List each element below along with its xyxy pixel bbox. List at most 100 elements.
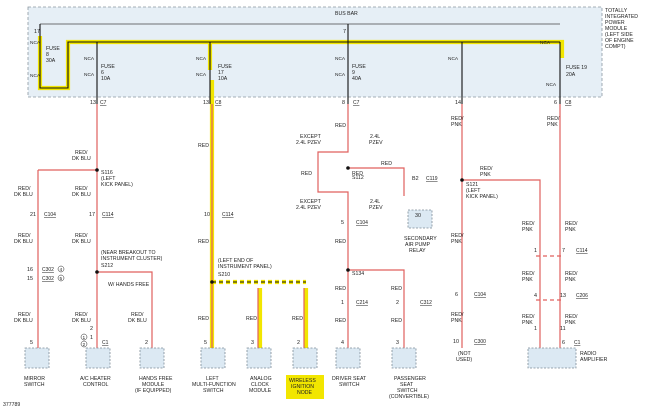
svg-text:PNK: PNK (451, 239, 462, 245)
svg-text:C8: C8 (215, 100, 222, 106)
svg-text:NODE: NODE (297, 390, 313, 396)
svg-text:RED: RED (335, 239, 346, 245)
svg-text:RED: RED (381, 161, 392, 167)
svg-text:40A: 40A (352, 76, 362, 82)
svg-text:11: 11 (560, 326, 566, 332)
svg-text:RED/: RED/ (522, 271, 535, 277)
svg-text:NCA: NCA (448, 56, 459, 62)
svg-text:S112: S112 (352, 175, 364, 181)
svg-text:RED: RED (292, 316, 303, 322)
svg-text:PASSENGER: PASSENGER (394, 376, 426, 382)
svg-text:4: 4 (60, 267, 63, 273)
svg-text:2.4L PZEV: 2.4L PZEV (296, 205, 321, 211)
svg-text:RED: RED (198, 143, 209, 149)
svg-text:RED/: RED/ (75, 233, 88, 239)
svg-text:DK BLU: DK BLU (72, 239, 91, 245)
svg-text:RELAY: RELAY (409, 248, 426, 254)
feed-lines (39, 24, 561, 104)
svg-text:C7: C7 (100, 100, 107, 106)
svg-text:4: 4 (534, 293, 537, 299)
svg-text:NCA: NCA (30, 73, 41, 79)
svg-text:INTEGRATED: INTEGRATED (605, 14, 638, 20)
svg-text:PNK: PNK (565, 320, 576, 326)
svg-text:RED/: RED/ (75, 150, 88, 156)
svg-text:C214: C214 (356, 300, 368, 306)
svg-text:(LEFT: (LEFT (466, 188, 481, 194)
fuse-8: 17 NCA FUSE 8 30A NCA (30, 29, 60, 79)
component-radio-amplifier: RADIO AMPLIFIER (527, 347, 608, 369)
power-module-box (27, 6, 603, 98)
svg-text:2.4L: 2.4L (370, 134, 380, 140)
svg-text:1: 1 (534, 248, 537, 254)
svg-text:COMPT): COMPT) (605, 44, 626, 50)
svg-text:RED/: RED/ (480, 166, 493, 172)
svg-text:(NOT: (NOT (458, 351, 472, 357)
svg-text:RED: RED (301, 171, 312, 177)
svg-text:PNK: PNK (522, 320, 533, 326)
component-not-used: (NOT USED) (456, 351, 472, 363)
svg-text:(LEFT SIDE: (LEFT SIDE (605, 32, 633, 38)
svg-text:9: 9 (352, 70, 355, 76)
fuse-19: NCA NCA FUSE 19 20A NCA (448, 40, 587, 88)
svg-text:RED: RED (335, 286, 346, 292)
svg-text:C104: C104 (356, 220, 368, 226)
svg-text:RED: RED (391, 318, 402, 324)
module-title: TOTALLY INTEGRATED POWER MODULE (LEFT SI… (605, 8, 638, 50)
svg-text:USED): USED) (456, 357, 472, 363)
svg-text:MIRROR: MIRROR (24, 376, 45, 382)
svg-text:1: 1 (534, 326, 537, 332)
svg-text:3: 3 (251, 340, 254, 346)
svg-text:5: 5 (341, 220, 344, 226)
svg-text:SWITCH: SWITCH (203, 388, 224, 394)
module-pins: 13 C7 13 C8 8 C7 14 6 C8 (90, 100, 572, 106)
svg-text:POWER: POWER (605, 20, 625, 26)
svg-text:1: 1 (90, 335, 93, 341)
svg-text:10A: 10A (101, 76, 111, 82)
svg-text:S121: S121 (466, 182, 478, 188)
svg-text:20A: 20A (566, 72, 576, 78)
svg-text:TOTALLY: TOTALLY (605, 8, 628, 14)
svg-text:LEFT: LEFT (206, 376, 220, 382)
svg-text:2: 2 (83, 342, 86, 348)
svg-text:C119: C119 (426, 176, 438, 182)
svg-text:NCA: NCA (335, 72, 346, 78)
component-passenger-seat-switch: PASSENGER SEAT SWITCH (CONVERTIBLE) (389, 347, 429, 400)
svg-text:1: 1 (341, 300, 344, 306)
svg-text:NCA: NCA (196, 72, 207, 78)
svg-text:SECONDARY: SECONDARY (404, 236, 437, 242)
svg-text:6: 6 (554, 100, 557, 106)
svg-text:RED: RED (335, 318, 346, 324)
red-wiring (37, 104, 564, 348)
variant-labels: EXCEPT 2.4L PZEV 2.4L PZEV EXCEPT 2.4L P… (296, 134, 383, 211)
svg-text:5: 5 (30, 340, 33, 346)
svg-text:C104: C104 (474, 292, 486, 298)
fuse-9: 7 NCA FUSE 9 40A NCA (335, 29, 366, 82)
svg-text:MULTI-FUNCTION: MULTI-FUNCTION (192, 382, 236, 388)
svg-text:RED/: RED/ (565, 314, 578, 320)
component-ac-heater-control: A/C HEATER CONTROL (80, 347, 111, 388)
svg-text:C114: C114 (102, 212, 114, 218)
svg-text:5: 5 (60, 276, 63, 282)
svg-text:2: 2 (297, 340, 300, 346)
svg-text:5: 5 (204, 340, 207, 346)
svg-text:RED/: RED/ (451, 312, 464, 318)
svg-text:NCA: NCA (546, 82, 557, 88)
svg-text:15: 15 (27, 276, 33, 282)
svg-text:10: 10 (453, 339, 459, 345)
svg-text:RED/: RED/ (451, 233, 464, 239)
svg-text:2: 2 (90, 326, 93, 332)
svg-text:DRIVER SEAT: DRIVER SEAT (332, 376, 367, 382)
svg-text:AMPLIFIER: AMPLIFIER (580, 357, 608, 363)
component-driver-seat-switch: DRIVER SEAT SWITCH (332, 347, 367, 388)
highlight-branch (209, 104, 309, 348)
svg-text:30: 30 (415, 213, 421, 219)
figure-id: 377789 (3, 402, 20, 408)
svg-text:IGNITION: IGNITION (291, 384, 314, 390)
svg-text:30A: 30A (46, 58, 56, 64)
svg-text:MODULE: MODULE (605, 26, 628, 32)
svg-text:RED: RED (246, 316, 257, 322)
svg-text:INSTRUMENT PANEL): INSTRUMENT PANEL) (218, 264, 272, 270)
svg-text:B2: B2 (412, 176, 419, 182)
fuse-6: NCA FUSE 6 10A NCA (84, 56, 115, 82)
svg-text:17: 17 (218, 70, 224, 76)
